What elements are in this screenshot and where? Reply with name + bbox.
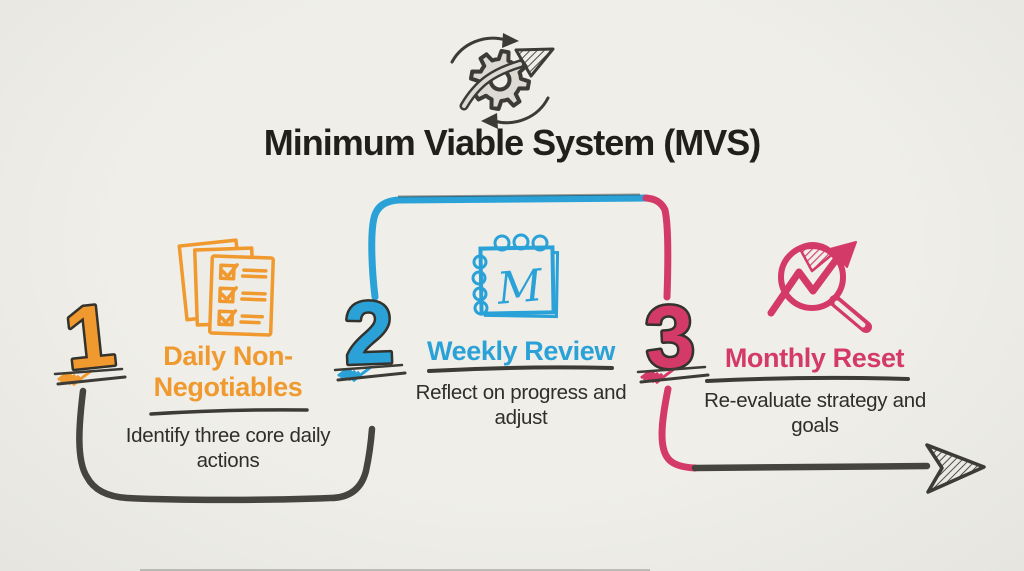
checklist-pages-icon: [177, 238, 275, 337]
step-number: 3: [643, 286, 697, 387]
swoosh-arrow-shaft-fill: [462, 62, 522, 108]
connector-step3-exit-pink: [658, 385, 699, 472]
cycle-arc-bottom: [492, 96, 550, 125]
step-subtitle-monthly: Re-evaluate strategy and goals: [704, 389, 926, 437]
swoosh-arrowhead: [514, 47, 555, 78]
magnifier-growth-icon: [767, 241, 872, 333]
magnifier-lens: [778, 243, 846, 311]
cycle-arc-top: [450, 36, 508, 64]
notebook-coils: [471, 233, 549, 316]
title-underline-step1: [149, 408, 309, 416]
gear-cycle-arrow-icon: [450, 33, 555, 129]
title-underline-step2: [427, 365, 614, 373]
flow-end-arrowhead-icon: [925, 443, 986, 494]
step-title-daily: Daily Non-Negotiables: [153, 341, 303, 402]
step-number: 2: [343, 282, 395, 383]
cycle-arrowhead-top: [502, 33, 519, 48]
trend-line: [767, 249, 845, 317]
step-title-monthly: Monthly Reset: [724, 343, 905, 373]
swoosh-arrow-shaft: [459, 59, 525, 111]
magnifier-handle: [829, 295, 872, 333]
pie-wedge: [797, 242, 836, 273]
connector-step2-to-step3-pink: [642, 194, 672, 301]
connector-top-ink-core: [397, 193, 641, 198]
step-subtitle-daily: Identify three core daily actions: [125, 424, 331, 472]
page-middle: [192, 246, 257, 327]
notebook-cover: [478, 245, 556, 316]
number-underline-scribble: [636, 365, 710, 385]
page-back: [177, 238, 246, 322]
notebook-monogram: M: [494, 260, 545, 315]
connector-step2-to-step3-blue: [368, 194, 650, 301]
spiral-notebook-icon: M: [471, 233, 560, 319]
number-underline-scribble: [333, 363, 407, 383]
notebook-shadow-edge: [483, 249, 560, 319]
title-underline-step3: [705, 375, 910, 383]
step-subtitle-weekly: Reflect on progress and adjust: [415, 381, 627, 429]
trend-arrowhead: [829, 241, 857, 268]
step-number: 1: [60, 285, 119, 389]
magnifier-handle-fill: [834, 300, 866, 328]
step-title-weekly: Weekly Review: [427, 336, 615, 366]
page-title: Minimum Viable System (MVS): [263, 122, 761, 163]
gear-icon: [469, 49, 531, 111]
connector-exit-dark: [691, 462, 931, 472]
page-front: [207, 254, 275, 337]
number-underline-scribble: [53, 367, 127, 387]
